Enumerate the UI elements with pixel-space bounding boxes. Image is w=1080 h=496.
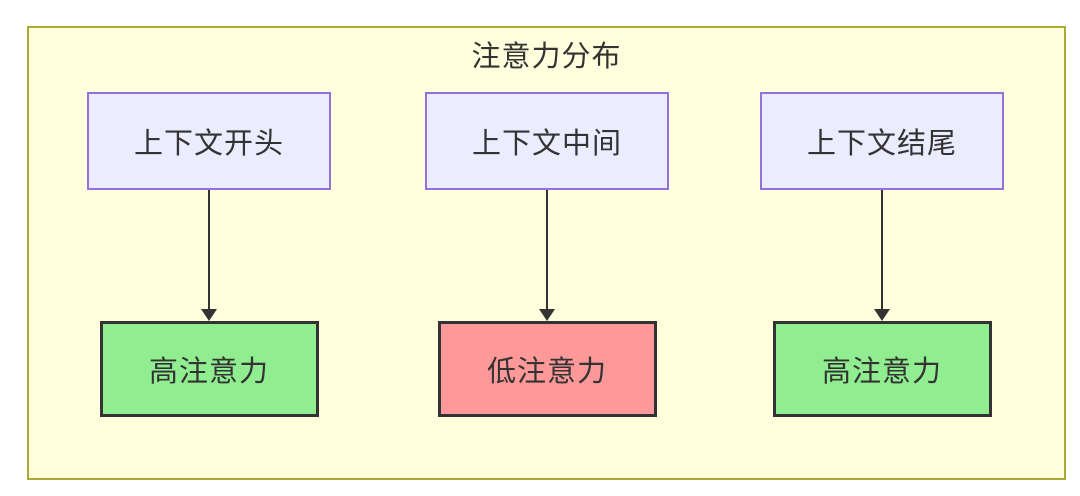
node-high-attention-right: 高注意力 [772, 321, 992, 417]
arrow-down-icon [539, 190, 555, 321]
diagram-title: 注意力分布 [471, 41, 622, 73]
node-label: 上下文结尾 [806, 128, 957, 160]
arrow-down-icon [874, 190, 890, 321]
node-label: 上下文中间 [471, 128, 622, 160]
node-label: 高注意力 [148, 356, 269, 388]
flow-column-context-start: 上下文开头 高注意力 [87, 92, 331, 417]
node-low-attention-middle: 低注意力 [437, 321, 657, 417]
arrow-shaft [546, 190, 548, 309]
node-context-start: 上下文开头 [87, 92, 331, 190]
arrow-head-icon [201, 309, 217, 321]
arrow-head-icon [874, 309, 890, 321]
arrow-shaft [208, 190, 210, 309]
arrow-shaft [881, 190, 883, 309]
node-high-attention-left: 高注意力 [99, 321, 319, 417]
arrow-head-icon [539, 309, 555, 321]
node-context-middle: 上下文中间 [425, 92, 669, 190]
node-label: 上下文开头 [133, 128, 284, 160]
flow-column-context-end: 上下文结尾 高注意力 [760, 92, 1004, 417]
node-context-end: 上下文结尾 [760, 92, 1004, 190]
node-label: 高注意力 [821, 356, 942, 388]
attention-distribution-container: 注意力分布 上下文开头 高注意力 上下文中间 低注意力 上下文结尾 [27, 26, 1066, 480]
arrow-down-icon [201, 190, 217, 321]
flow-column-context-middle: 上下文中间 低注意力 [425, 92, 669, 417]
node-label: 低注意力 [486, 356, 607, 388]
